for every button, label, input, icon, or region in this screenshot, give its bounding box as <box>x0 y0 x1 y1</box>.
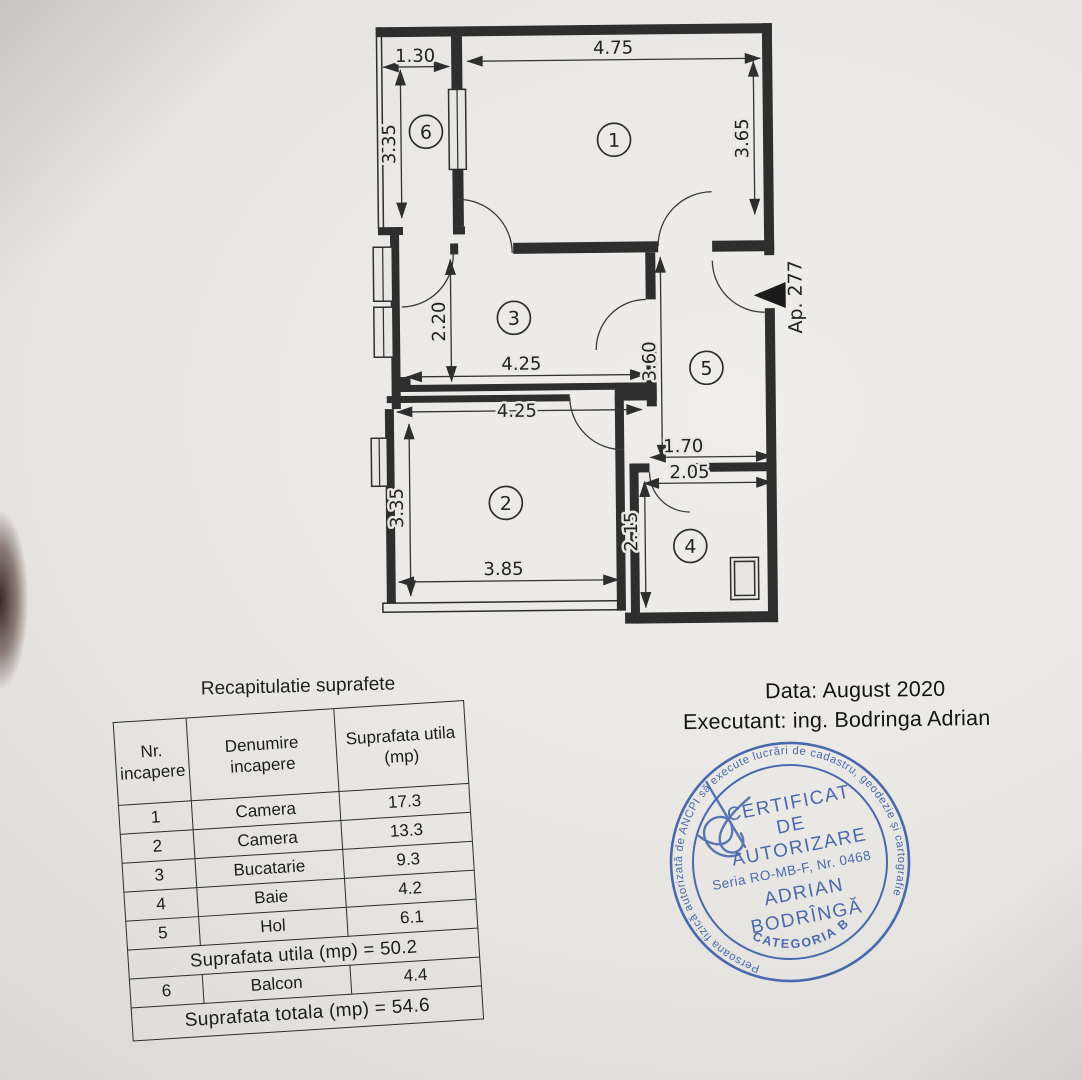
table-title: Recapitulatie suprafete <box>200 673 396 700</box>
col-header-nr: Nr. incapere <box>113 718 191 806</box>
col-header-suprafata: Suprafata utila (mp) <box>333 700 469 792</box>
room-badges: 6 1 3 5 2 4 <box>408 114 724 564</box>
dim-room2-width-bottom: 3.85 <box>483 559 523 580</box>
entrance-label: Ap. 277 <box>784 260 807 334</box>
room-number-4: 4 <box>684 536 696 558</box>
dim-room1-width: 4.75 <box>593 38 633 59</box>
door-room1-hall <box>657 191 712 247</box>
col-header-denumire: Denumire incapere <box>185 708 339 801</box>
stamp-line-de: DE <box>775 813 808 839</box>
stamp-inner-circle <box>692 764 888 960</box>
room-number-6: 6 <box>420 122 432 144</box>
cell-nr: 2 <box>120 829 195 864</box>
dim-bath-width: 2.05 <box>669 462 709 483</box>
cell-nr: 4 <box>123 887 199 922</box>
signature-scribble <box>697 780 751 858</box>
shaft-box <box>729 556 760 601</box>
date-text: Data: August 2020 <box>764 676 946 704</box>
cell-nr: 5 <box>125 916 201 951</box>
authorization-stamp: Persoana fizică autorizată de ANCPI să e… <box>656 728 922 985</box>
dim-room1-height: 3.65 <box>732 118 753 158</box>
door-balcony <box>401 254 454 308</box>
dim-kitchen-width: 4.25 <box>501 354 541 375</box>
room-number-1: 1 <box>608 130 620 152</box>
cell-nr: 3 <box>122 858 197 893</box>
room-number-2: 2 <box>500 493 512 515</box>
exterior-walls <box>375 23 779 624</box>
door-entrance <box>711 260 765 313</box>
dimension-lines <box>382 52 773 609</box>
areas-table: Nr. incapere Denumire incapere Suprafata… <box>113 700 484 1041</box>
room-number-3: 3 <box>508 308 520 330</box>
dim-kitchen-height: 2.20 <box>429 301 450 341</box>
room-number-5: 5 <box>700 358 712 380</box>
windows <box>370 88 760 601</box>
dim-bath-height: 2.15 <box>621 511 642 551</box>
stamp-outer-circle <box>669 741 911 983</box>
floor-plan: 1.30 4.75 3.35 3.65 2.20 4.25 3.60 4.25 … <box>370 23 807 624</box>
entrance-arrow-icon <box>753 281 786 308</box>
door-kitchen <box>595 298 646 350</box>
door-room1-left <box>457 198 513 253</box>
cell-nr: 1 <box>118 800 193 835</box>
stamp-center-text: CERTIFICAT DE AUTORIZARE Seria RO-MB-F, … <box>711 781 872 938</box>
dim-balcony-width: 1.30 <box>395 46 435 67</box>
dim-room2-height: 3.35 <box>387 488 408 528</box>
dim-hall-height: 3.60 <box>639 341 660 381</box>
dim-room2-width-top: 4.25 <box>497 401 537 422</box>
dim-balcony-height: 3.35 <box>379 124 400 164</box>
cell-nr: 6 <box>129 974 204 1009</box>
dim-hall-lower-width: 1.70 <box>663 436 703 457</box>
